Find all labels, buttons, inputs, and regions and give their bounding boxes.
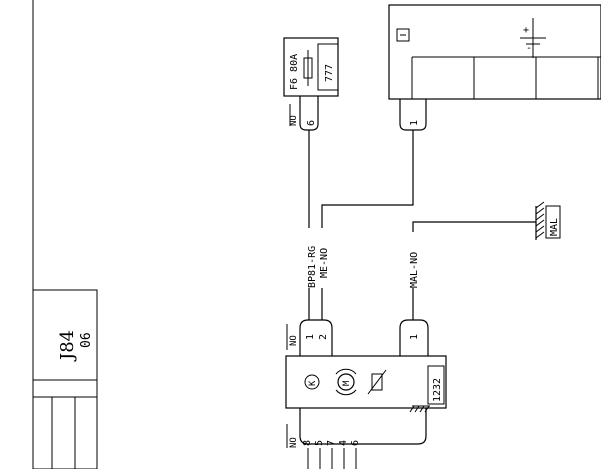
motor-pin-a2: 2 [318,334,329,340]
wire-label-bp81: BP81-RG [307,246,318,288]
direction-symbol [304,374,320,390]
wire-label-me: ME-NO [319,248,330,278]
ground-label: MAL [549,218,560,236]
ground-symbol: MAL [535,201,561,240]
ground-hatch-1 [535,201,545,209]
motor-pin-c4: 4 [338,440,349,446]
ground-hatch-5 [535,225,545,233]
wire-me-no [321,130,414,320]
fuse-label: F6 80A [289,54,300,90]
fuse-box: 777 F6 80A 6 NO [283,37,339,131]
wire-label-bg [301,228,327,288]
motor-connector-c [299,408,427,445]
motor-id: 1232 [432,378,443,402]
ground-label-frame [545,205,561,239]
direction-symbol-label: K [308,380,318,386]
motor-connector-a [299,319,333,356]
motor-connector-c-color: NO [289,437,299,448]
title-code: J84 [57,330,78,362]
motor-unit: 1 2 NO 1 1232 K M 8 5 7 4 6 NO [285,319,447,469]
motor-symbol-label: M [342,380,352,386]
motor-connector-a-color: NO [289,335,299,346]
fuse-box-id-frame [317,43,339,91]
battery-icon [396,28,410,42]
fuse-pin: 6 [306,120,317,126]
resistor-symbol [371,373,383,391]
variable-resistor-arrow [367,369,387,395]
battery-minus: - [526,43,532,54]
motor-pin-c5: 6 [350,440,361,446]
battery-box-frame [388,4,601,100]
fuse-wire-color: NO [289,115,299,126]
motor-pin-a1: 1 [305,334,316,340]
motor-body [285,355,447,409]
motor-ground-hatch-1 [409,405,415,413]
battery-plus: + [523,25,529,36]
ground-hatch-6 [535,231,545,239]
motor-id-frame [427,365,445,405]
title-block: J84 06 [32,289,98,469]
motor-ground-hatch-3 [419,405,425,413]
battery-pin: 1 [409,120,420,126]
motor-pin-b1: 1 [409,334,420,340]
ground-hatch-2 [535,207,545,215]
ground-hatch-3 [535,213,545,221]
title-sheet: 06 [79,332,94,348]
wire-label-bg-2 [405,232,419,288]
motor-connector-b [399,319,429,356]
motor-symbol [337,373,355,391]
wire-mal-no [412,221,536,320]
motor-pin-c1: 8 [302,440,313,446]
wire-label-mal: MAL-NO [409,252,420,288]
motor-pin-c3: 7 [326,440,337,446]
motor-pin-c2: 5 [314,440,325,446]
fuse-box-id: 777 [324,64,335,82]
motor-rotation-arc [335,368,357,375]
motor-rotation-arc-2 [335,389,357,396]
motor-ground-hatch-2 [414,405,420,413]
ground-hatch-4 [535,219,545,227]
battery-box: + - 1 [388,4,601,131]
